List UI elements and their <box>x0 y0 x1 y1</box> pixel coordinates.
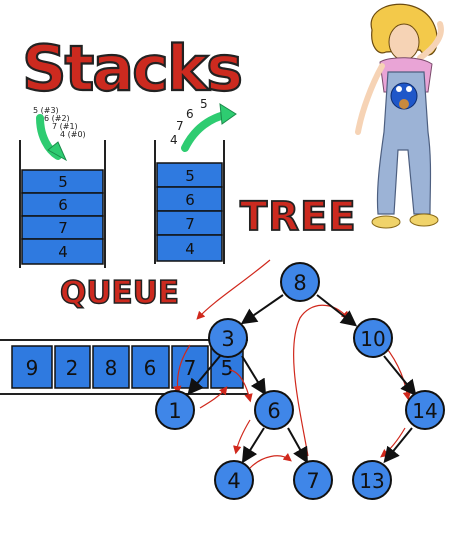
incoming-values: 4 7 6 5 <box>170 97 208 147</box>
stack-annotation: 4 (#0) <box>60 130 86 139</box>
tree-node: 8 <box>280 262 320 302</box>
queue-cell <box>131 345 170 389</box>
stack-cell <box>156 234 223 262</box>
stack-cell <box>156 210 223 236</box>
queue-cell-label: 5 <box>221 356 234 380</box>
queue-cell-label: 7 <box>184 356 197 380</box>
traversal-arrow <box>233 419 251 455</box>
tree-edge <box>383 427 413 464</box>
tree-node-label: 7 <box>306 469 319 493</box>
stack-cell-label: 5 <box>58 173 68 191</box>
queue-cell-label: 2 <box>66 356 79 380</box>
stack-cell-label: 6 <box>58 196 68 214</box>
tree-node-label: 14 <box>412 399 437 423</box>
queue-cell-label: 8 <box>105 356 118 380</box>
tree-node-label: 8 <box>293 271 306 295</box>
stack-annotation: 6 (#2) <box>44 114 70 123</box>
tree-edge <box>241 427 265 464</box>
stack-cell <box>156 162 223 188</box>
stack-cell-label: 7 <box>58 219 68 237</box>
queue-cell <box>11 345 53 389</box>
traversal-arrow <box>293 304 350 457</box>
right-stack: 4 7 6 5 5 6 7 4 <box>154 97 237 264</box>
tree-title: TREE <box>240 194 357 240</box>
tree-edges <box>187 294 417 464</box>
stack-cell-label: 4 <box>58 243 68 261</box>
traversal-path <box>173 259 412 469</box>
tree-node: 13 <box>352 460 392 500</box>
tree-edge <box>241 355 267 396</box>
tree-edge <box>383 355 417 397</box>
traversal-arrow <box>173 344 191 395</box>
stack-cell <box>21 238 104 265</box>
tree-node-label: 4 <box>227 469 240 493</box>
tree-node: 10 <box>353 318 393 358</box>
stack-cell-label: 6 <box>185 191 195 209</box>
arrow-head <box>47 141 68 162</box>
cartoon-girl-in-overalls-icon <box>355 3 444 229</box>
tree-node: 6 <box>254 390 294 430</box>
tree-edge <box>316 294 358 327</box>
tree-node: 1 <box>155 390 195 430</box>
tree-node: 7 <box>293 460 333 500</box>
tree-edge <box>240 294 284 325</box>
stack-cell-label: 5 <box>185 167 195 185</box>
left-stack: 5 (#3) 6 (#2) 7 (#1) 4 (#0) 5 6 7 4 <box>19 106 106 268</box>
tree-node: 14 <box>405 390 445 430</box>
tree-node-label: 1 <box>168 399 181 423</box>
arrow-head <box>219 103 237 125</box>
queue-title: QUEUE <box>60 275 179 311</box>
left-stack-annotations: 5 (#3) 6 (#2) 7 (#1) 4 (#0) <box>33 106 86 139</box>
stack-annotation: 7 (#1) <box>52 122 78 131</box>
tree-nodes: 8 3 10 1 6 14 4 7 <box>155 262 445 500</box>
traversal-arrow <box>196 259 271 320</box>
tree-node-label: 13 <box>359 469 384 493</box>
tree-node-label: 10 <box>360 327 385 351</box>
incoming-value: 6 <box>186 107 194 121</box>
incoming-value: 4 <box>170 133 178 147</box>
stack-cell-label: 7 <box>185 215 195 233</box>
queue-cell <box>54 345 91 389</box>
tree-node-label: 6 <box>267 399 280 423</box>
stacks-title: Stacks <box>22 32 241 105</box>
queue-cell <box>92 345 130 389</box>
tree-edge <box>287 427 308 464</box>
stack-cell-label: 4 <box>185 240 195 258</box>
traversal-arrow <box>229 369 253 403</box>
incoming-value: 5 <box>200 97 208 111</box>
traversal-arrow <box>199 386 228 409</box>
stack-cell <box>156 186 223 212</box>
stack-annotation: 5 (#3) <box>33 106 59 115</box>
tree-node-label: 3 <box>221 327 234 351</box>
tree-node: 4 <box>214 460 254 500</box>
incoming-value: 7 <box>176 119 184 133</box>
tree-edge <box>187 355 221 396</box>
queue-cell-label: 6 <box>144 356 157 380</box>
tree-node: 3 <box>208 318 248 358</box>
traversal-arrow <box>249 452 292 469</box>
queue-cell-label: 9 <box>26 356 39 380</box>
